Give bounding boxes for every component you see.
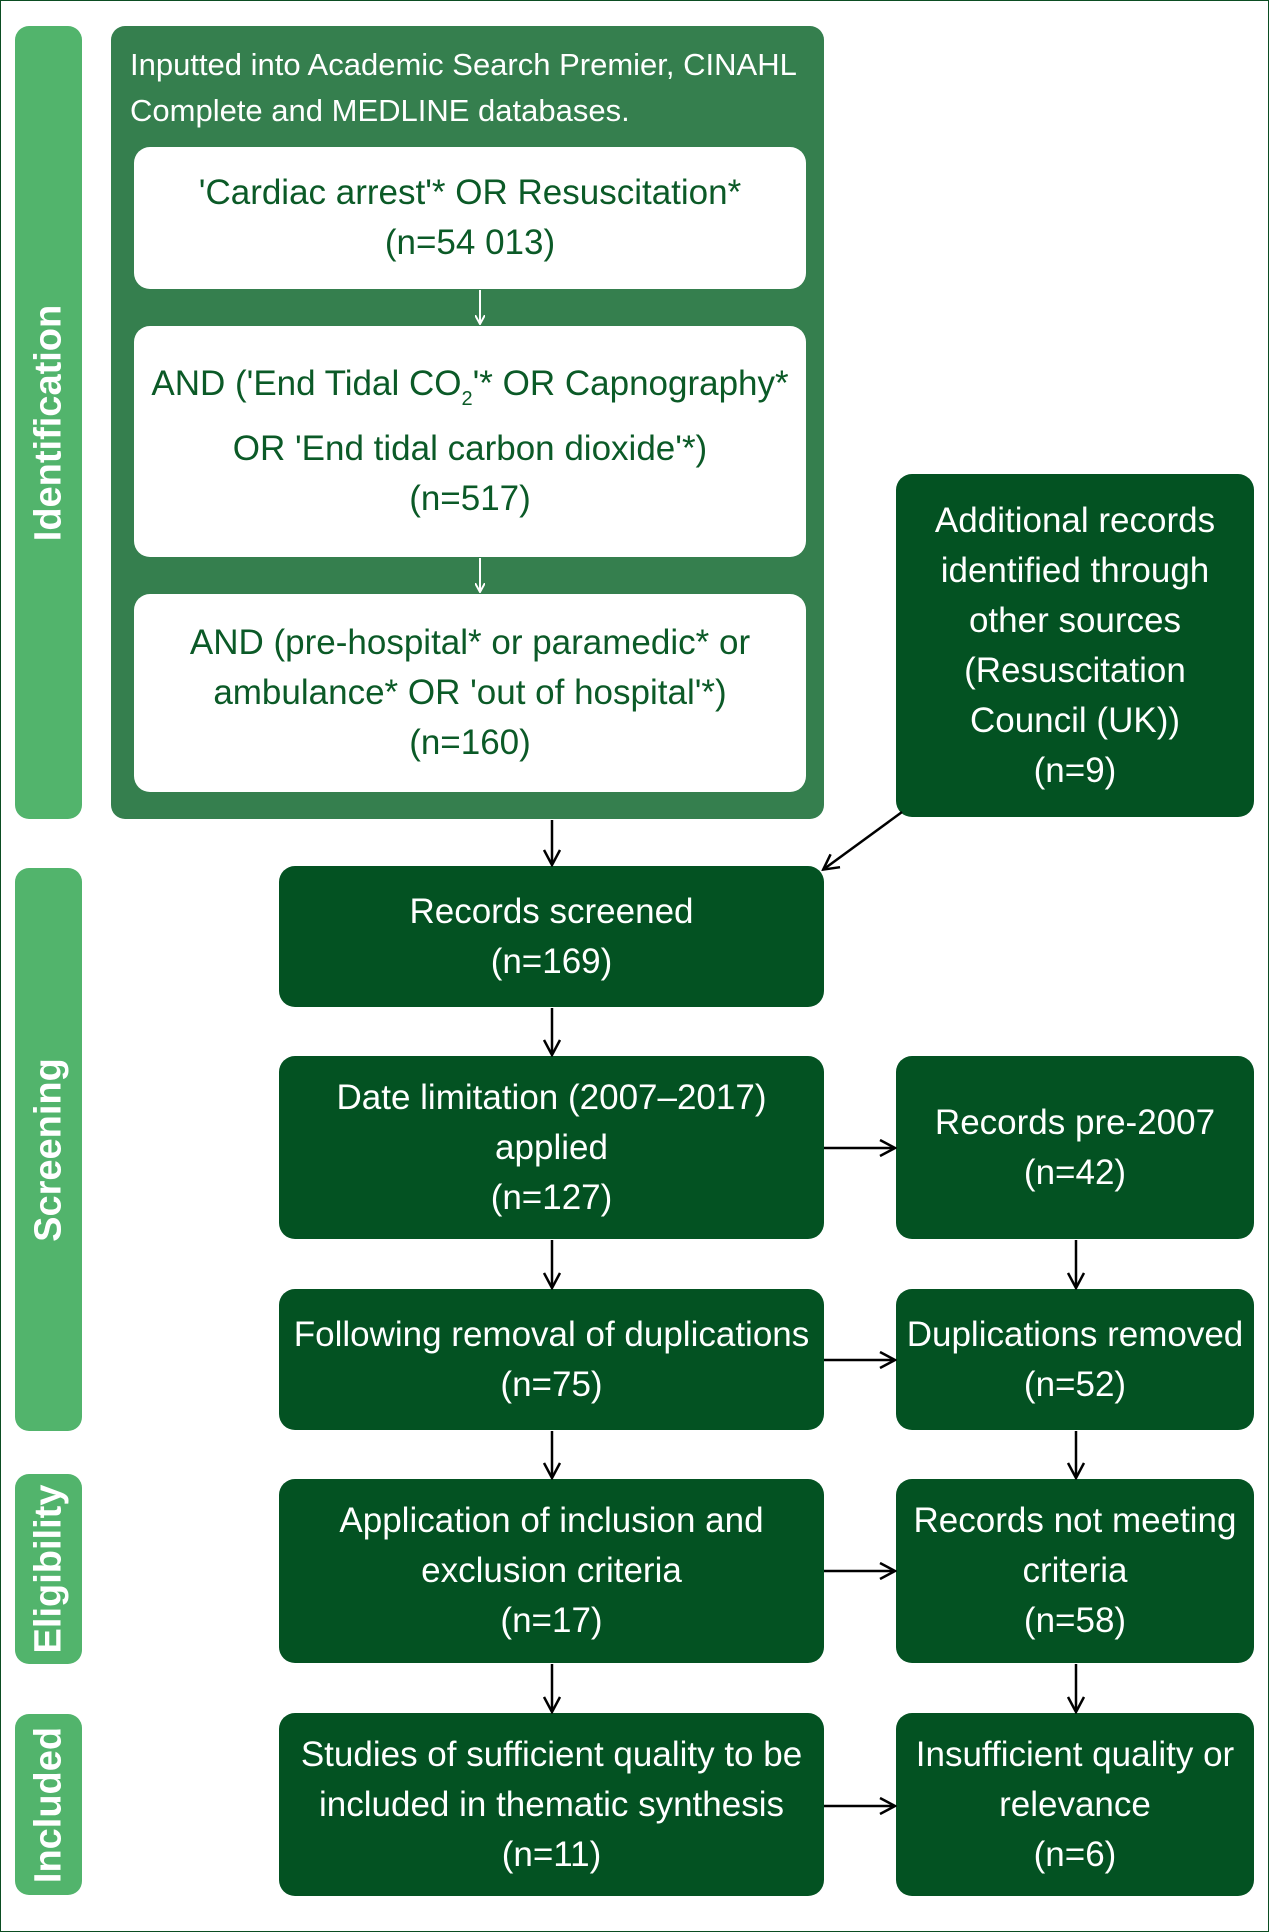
search-box-prehospital: AND (pre-hospital* or paramedic* or ambu… <box>134 594 806 792</box>
stage-included: Included <box>15 1714 82 1895</box>
date-limitation-count: (n=127) <box>490 1177 613 1217</box>
records-pre2007-box: Records pre-2007 (n=42) <box>896 1056 1254 1239</box>
included-studies-box: Studies of sufficient quality to be incl… <box>279 1713 824 1896</box>
records-pre2007-label: Records pre-2007 <box>934 1102 1216 1142</box>
additional-line4: (Resuscitation <box>964 650 1186 690</box>
insufficient-quality-box: Insufficient quality or relevance (n=6) <box>896 1713 1254 1896</box>
duplications-removed-box: Duplications removed (n=52) <box>896 1289 1254 1430</box>
inclusion-line2: exclusion criteria <box>421 1551 682 1590</box>
stage-identification: Identification <box>15 26 82 819</box>
inclusion-criteria-box: Application of inclusion and exclusion c… <box>279 1479 824 1663</box>
search-box-2-line1a: AND ('End Tidal CO <box>151 364 462 403</box>
inclusion-count: (n=17) <box>500 1601 603 1640</box>
not-meeting-line2: criteria <box>1022 1551 1128 1590</box>
search-box-3-line1: AND (pre-hospital* or paramedic* or <box>189 623 751 662</box>
additional-line1: Additional records <box>934 500 1216 540</box>
date-limitation-line2: applied <box>495 1127 608 1167</box>
additional-line5: Council (UK)) <box>969 700 1181 740</box>
records-screened-count: (n=169) <box>490 941 613 981</box>
search-box-1-text: 'Cardiac arrest'* OR Resuscitation* <box>198 173 742 212</box>
search-box-3-line2: ambulance* OR 'out of hospital'*) <box>213 673 727 712</box>
search-box-end-tidal: AND ('End Tidal CO2'* OR Capnography* OR… <box>134 326 806 557</box>
insufficient-line2: relevance <box>999 1784 1151 1824</box>
not-meeting-criteria-box: Records not meeting criteria (n=58) <box>896 1479 1254 1663</box>
date-limitation-line1: Date limitation (2007–2017) <box>336 1077 767 1117</box>
stage-eligibility: Eligibility <box>15 1474 82 1664</box>
search-box-cardiac-arrest: 'Cardiac arrest'* OR Resuscitation* (n=5… <box>134 147 806 289</box>
duplications-removed-count: (n=52) <box>1023 1364 1127 1404</box>
records-pre2007-count: (n=42) <box>1023 1152 1127 1192</box>
records-screened-label: Records screened <box>409 891 694 931</box>
search-box-2-line1: AND ('End Tidal CO2'* OR Capnography* <box>151 359 788 424</box>
inclusion-line1: Application of inclusion and <box>339 1501 764 1540</box>
dedup-count: (n=75) <box>500 1364 603 1404</box>
dedup-box: Following removal of duplications (n=75) <box>279 1289 824 1430</box>
included-line1: Studies of sufficient quality to be <box>300 1734 803 1774</box>
date-limitation-box: Date limitation (2007–2017) applied (n=1… <box>279 1056 824 1239</box>
search-box-2-line1b: '* OR Capnography* <box>472 364 789 403</box>
co2-subscript: 2 <box>461 388 473 410</box>
database-header: Inputted into Academic Search Premier, C… <box>130 47 796 128</box>
search-box-2-line2: OR 'End tidal carbon dioxide'*) <box>232 429 708 468</box>
insufficient-count: (n=6) <box>1033 1834 1117 1874</box>
arrow-additional-to-screened <box>824 810 903 869</box>
not-meeting-count: (n=58) <box>1023 1601 1127 1640</box>
included-line2: included in thematic synthesis <box>319 1784 784 1824</box>
records-screened-box: Records screened (n=169) <box>279 866 824 1007</box>
included-count: (n=11) <box>501 1834 602 1874</box>
additional-count: (n=9) <box>1033 750 1117 790</box>
duplications-removed-label: Duplications removed <box>906 1314 1244 1354</box>
additional-line2: identified through <box>940 550 1210 590</box>
not-meeting-line1: Records not meeting <box>913 1501 1237 1540</box>
search-box-1-count: (n=54 013) <box>384 223 556 262</box>
insufficient-line1: Insufficient quality or <box>915 1734 1235 1774</box>
additional-line3: other sources <box>968 600 1182 640</box>
search-box-3-count: (n=160) <box>409 723 531 762</box>
additional-records-box: Additional records identified through ot… <box>896 474 1254 817</box>
dedup-label: Following removal of duplications <box>293 1314 810 1354</box>
stage-screening: Screening <box>15 868 82 1431</box>
search-box-2-count: (n=517) <box>409 479 531 518</box>
